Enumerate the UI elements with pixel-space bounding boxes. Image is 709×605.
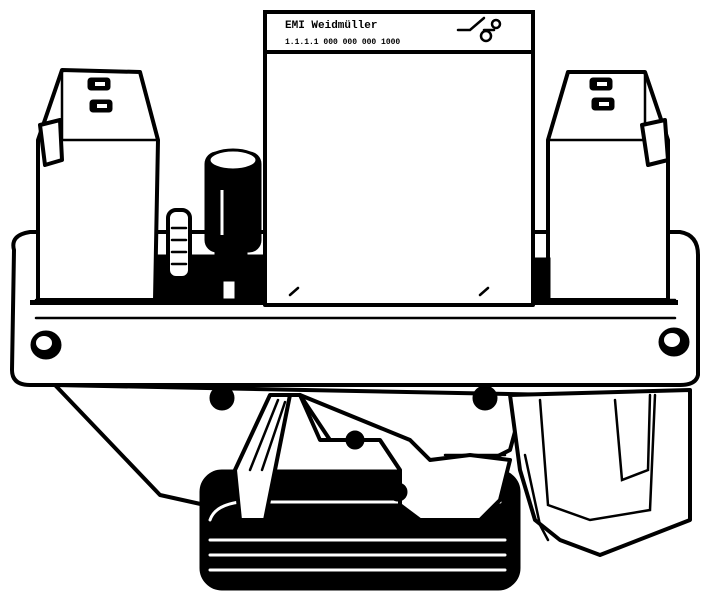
left-terminal-block [36, 68, 160, 302]
relay-housing [263, 10, 535, 307]
relay-brand-label: EMI Weidmüller [285, 20, 377, 32]
din-rail-clip [53, 383, 692, 557]
base-stack [199, 393, 521, 591]
capacitor-component [204, 148, 262, 302]
resistor-component [166, 208, 192, 280]
relay-part-number-label: 1.1.1.1 000 000 000 1000 [285, 38, 400, 47]
right-terminal-block [546, 70, 670, 302]
relay-contact-symbol-icon [456, 16, 502, 43]
